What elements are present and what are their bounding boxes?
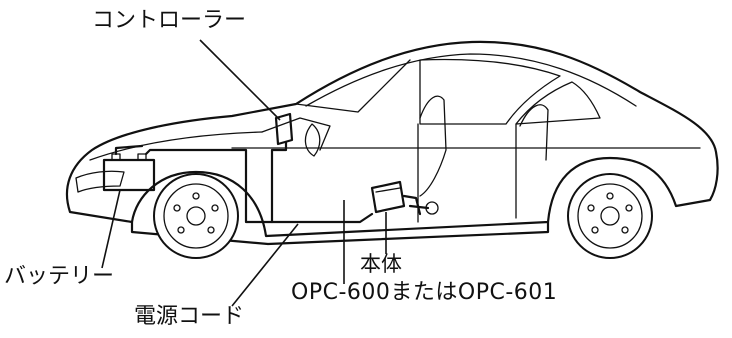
model-label: OPC-600またはOPC-601 <box>291 280 558 305</box>
controller <box>270 112 294 224</box>
rear-seat <box>519 104 549 161</box>
roof-line <box>305 53 637 107</box>
car-underbody <box>130 220 550 246</box>
car-body-outline <box>65 40 719 238</box>
windshield <box>295 59 411 113</box>
power-cord-label: 電源コード <box>134 304 245 329</box>
power-cord <box>114 144 374 224</box>
cord-leader-line <box>231 223 299 307</box>
controller-label: コントローラー <box>92 8 247 33</box>
battery-label: バッテリー <box>4 264 115 289</box>
front-seat <box>419 95 447 197</box>
main-unit <box>370 180 439 216</box>
side-window-front <box>419 58 561 125</box>
side-window-rear <box>515 81 601 125</box>
rear-wheel <box>567 173 653 259</box>
controller-leader-line <box>199 39 281 121</box>
door-line <box>417 123 517 223</box>
steering-wheel <box>304 123 321 157</box>
hood-line <box>89 131 263 161</box>
headlight <box>75 170 125 193</box>
main-unit-label: 本体 <box>360 252 402 276</box>
battery <box>102 153 156 192</box>
dashboard <box>261 117 331 151</box>
battery-leader-line <box>101 189 121 269</box>
front-wheel <box>153 173 239 259</box>
